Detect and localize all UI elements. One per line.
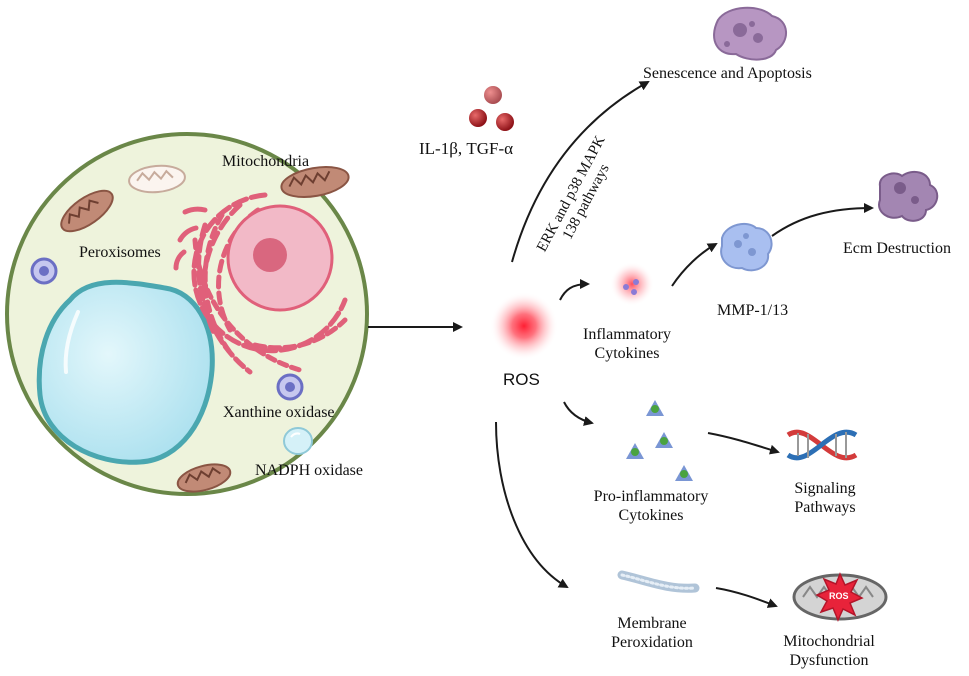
label-peroxisomes: Peroxisomes xyxy=(79,244,161,261)
arrow-ros-to-inflammatory xyxy=(559,279,590,301)
label-mitochondria: Mitochondria xyxy=(222,153,310,170)
label-mitochondrial-dysfunction: Mitochondrial Dysfunction xyxy=(783,632,875,670)
label-proinflammatory-cytokines: Pro-inflammatory Cytokines xyxy=(594,487,709,525)
mmp-protein-icon xyxy=(720,222,773,272)
label-membrane-line2: Peroxidation xyxy=(611,634,693,651)
label-signaling-pathways: Signaling Pathways xyxy=(794,479,855,517)
dna-helix-icon xyxy=(786,429,858,461)
arrows xyxy=(368,81,874,608)
ros-badge-text: ROS xyxy=(829,591,849,601)
label-mito-dys-line2: Dysfunction xyxy=(789,652,869,669)
label-membrane-line1: Membrane xyxy=(617,615,687,632)
peroxisome xyxy=(30,257,58,285)
arrow-ros-to-senescence xyxy=(511,81,650,263)
nadph-oxidase-icon xyxy=(283,427,313,455)
label-ecm: Ecm Destruction xyxy=(843,240,951,257)
arrow-proinflammatory-to-signaling xyxy=(707,432,780,455)
label-membrane-peroxidation: Membrane Peroxidation xyxy=(611,614,693,652)
label-nadph-oxidase: NADPH oxidase xyxy=(255,462,363,479)
label-proinflammatory-line1: Pro-inflammatory xyxy=(593,488,709,505)
ros-glow xyxy=(490,292,558,360)
label-mito-dys-line1: Mitochondrial xyxy=(783,633,875,650)
label-inflammatory-line2: Cytokines xyxy=(594,345,660,362)
label-senescence: Senescence and Apoptosis xyxy=(643,65,812,82)
arrow-inflammatory-to-mmp xyxy=(671,243,718,287)
label-inflammatory-line1: Inflammatory xyxy=(583,326,671,343)
mitochondrion-round xyxy=(226,204,334,312)
arrow-mmp-to-ecm xyxy=(771,203,874,237)
label-mmp: MMP-1/13 xyxy=(717,302,789,319)
arrow-ros-to-membrane xyxy=(495,421,569,588)
label-il-tgf: IL-1β, TGF-α xyxy=(419,139,514,158)
label-inflammatory-cytokines: Inflammatory Cytokines xyxy=(583,325,671,363)
damaged-mitochondrion-icon xyxy=(792,572,888,622)
nucleus xyxy=(36,279,215,465)
ecm-fragment-icon xyxy=(878,170,939,222)
mitochondria-brown xyxy=(60,164,350,493)
membrane-icon xyxy=(617,570,700,593)
label-signaling-line2: Pathways xyxy=(794,499,856,516)
arrow-ros-to-proinflammatory xyxy=(563,401,594,426)
label-ros: ROS xyxy=(503,370,540,389)
endoplasmic-reticulum xyxy=(173,192,348,375)
xanthine-oxidase-icon xyxy=(276,373,304,401)
inflammatory-cytokine-glow xyxy=(610,262,654,306)
arrow-membrane-to-mito xyxy=(715,587,778,608)
apoptotic-cell-icon xyxy=(713,6,787,61)
label-signaling-line1: Signaling xyxy=(794,480,856,497)
proinflammatory-cytokine-icons xyxy=(626,400,693,481)
cytokine-beads xyxy=(469,86,514,131)
label-proinflammatory-line2: Cytokines xyxy=(618,507,684,524)
label-xanthine-oxidase: Xanthine oxidase xyxy=(223,404,335,421)
